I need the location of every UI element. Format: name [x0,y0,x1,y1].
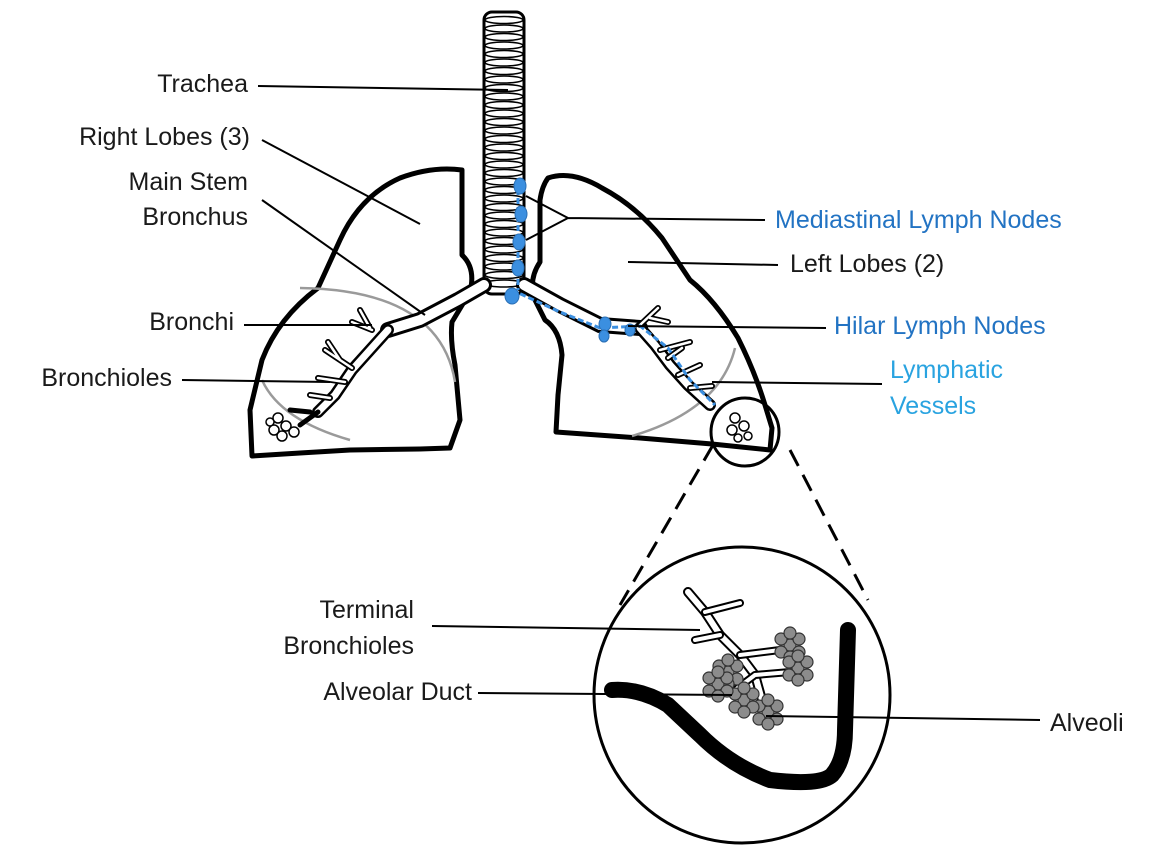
labels: Trachea Right Lobes (3) Main Stem Bronch… [41,70,1123,737]
alveolus [762,694,774,706]
trachea-structure [484,12,524,294]
alveolus [792,650,804,662]
label-lymphatic-line2: Vessels [890,392,976,420]
label-lymphatic-line1: Lymphatic [890,356,1003,384]
label-trachea: Trachea [157,70,248,98]
label-main-stem-line1: Main Stem [129,168,248,196]
alveolus [762,718,774,730]
label-mediastinal: Mediastinal Lymph Nodes [775,206,1062,234]
alveolus [738,706,750,718]
alveolus [722,654,734,666]
label-hilar: Hilar Lymph Nodes [834,312,1046,340]
label-alveoli: Alveoli [1050,709,1124,737]
alveolus [712,690,724,702]
label-main-stem-line2: Bronchus [142,203,248,231]
alveolus [738,682,750,694]
label-right-lobes: Right Lobes (3) [79,123,250,151]
label-terminal-line1: Terminal [320,596,414,624]
label-bronchi: Bronchi [149,308,234,336]
alveolus [784,627,796,639]
label-bronchioles: Bronchioles [41,364,172,392]
label-left-lobes: Left Lobes (2) [790,250,944,278]
alveolus [792,674,804,686]
left-alveoli-cluster [727,413,752,442]
alveolus [712,666,724,678]
left-lobe-fissure [632,348,735,436]
label-terminal-line2: Bronchioles [283,632,414,660]
right-bronchial-tree [290,310,388,425]
label-alveolar-duct: Alveolar Duct [323,678,472,706]
magnify-source-circle [711,398,779,466]
